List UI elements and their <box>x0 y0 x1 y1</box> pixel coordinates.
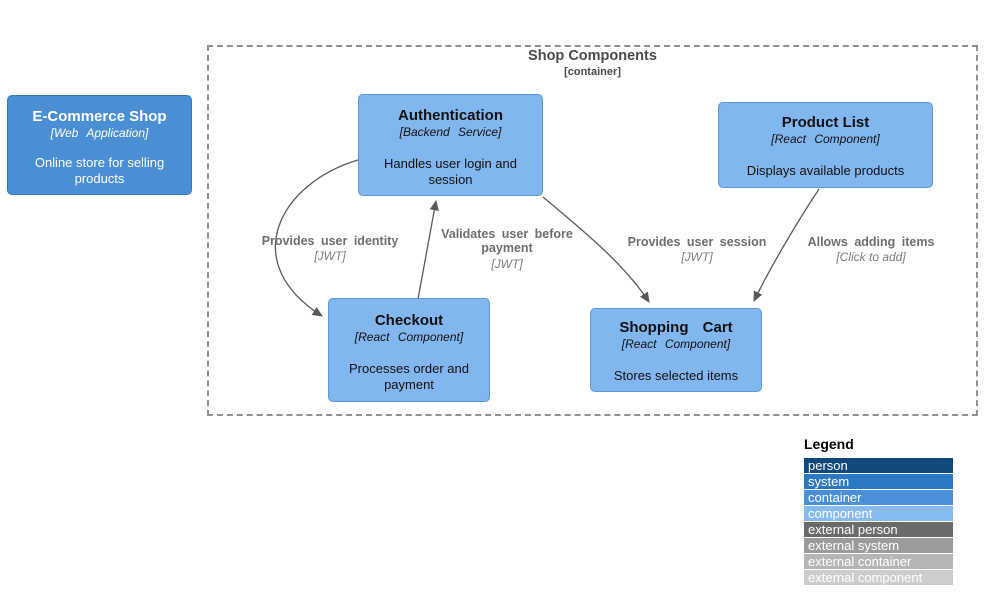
legend-row-system: system <box>804 474 953 489</box>
edge-label-provides-identity: Provides user identity [JWT] <box>245 234 415 264</box>
boundary-subtitle: [container] <box>564 66 621 78</box>
edge-label-tech: [JWT] <box>681 250 713 265</box>
legend-row-external-component: external component <box>804 570 953 585</box>
legend-row-external-container: external container <box>804 554 953 569</box>
edge-label-tech: [JWT] <box>491 256 523 271</box>
edge-label-text: Allows adding items <box>807 235 935 249</box>
node-authentication: Authentication [Backend Service] Handles… <box>358 94 543 196</box>
node-title: E-Commerce Shop <box>32 108 167 125</box>
node-subtitle: [Web Application] <box>50 126 149 140</box>
edge-label-validates-user: Validates user before payment [JWT] <box>432 227 582 271</box>
boundary-title: Shop Components <box>528 48 657 64</box>
boundary-shop-components <box>207 45 978 416</box>
legend-row-person: person <box>804 458 953 473</box>
node-description: Online store for selling products <box>34 154 165 186</box>
node-title: Authentication <box>398 107 503 124</box>
legend-row-container: container <box>804 490 953 505</box>
legend-title: Legend <box>804 436 854 452</box>
node-title: Product List <box>781 114 870 131</box>
node-description: Displays available products <box>746 162 905 178</box>
edge-label-text: Validates user before payment <box>441 227 573 256</box>
edge-label-tech: [JWT] <box>314 249 346 264</box>
edge-label-allows-adding: Allows adding items [Click to add] <box>791 235 951 265</box>
boundary-title-block: Shop Components [container] <box>207 48 978 78</box>
node-title: Shopping Cart <box>619 319 733 336</box>
node-checkout: Checkout [React Component] Processes ord… <box>328 298 490 402</box>
edge-label-provides-session: Provides user session [JWT] <box>612 235 782 265</box>
legend: Legend person system container component… <box>804 436 953 586</box>
node-product-list: Product List [React Component] Displays … <box>718 102 933 188</box>
node-title: Checkout <box>374 312 444 329</box>
node-ecommerce-shop: E-Commerce Shop [Web Application] Online… <box>7 95 192 195</box>
legend-row-component: component <box>804 506 953 521</box>
legend-row-external-person: external person <box>804 522 953 537</box>
edge-label-text: Provides user session <box>627 235 767 249</box>
node-shopping-cart: Shopping Cart [React Component] Stores s… <box>590 308 762 392</box>
edge-label-text: Provides user identity <box>261 234 399 248</box>
edge-label-tech: [Click to add] <box>836 250 906 265</box>
node-subtitle: [React Component] <box>354 330 464 344</box>
node-subtitle: [React Component] <box>771 132 880 146</box>
node-subtitle: [React Component] <box>621 337 731 351</box>
node-subtitle: [Backend Service] <box>399 125 502 139</box>
node-description: Stores selected items <box>613 367 739 383</box>
node-description: Handles user login and session <box>384 155 517 187</box>
node-description: Processes order and payment <box>349 360 469 392</box>
legend-row-external-system: external system <box>804 538 953 553</box>
